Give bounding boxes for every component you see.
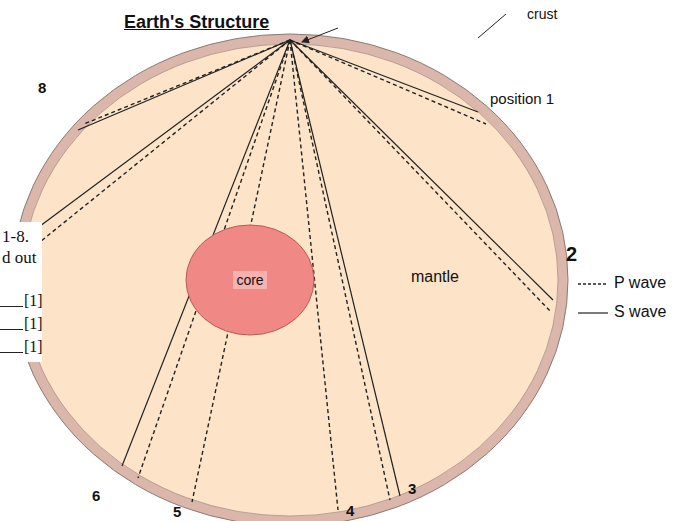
diagram-title: Earth's Structure	[124, 12, 269, 33]
earth-mantle: mantle core	[12, 34, 568, 521]
p-wave-rays	[30, 40, 551, 510]
answer-blanks	[0, 307, 23, 353]
position-label: position 1	[490, 90, 554, 107]
legend-samples	[578, 284, 608, 313]
legend-text: P wave	[614, 274, 666, 292]
mark-tag: [1]	[24, 315, 43, 333]
s-wave-rays	[28, 40, 553, 496]
mark-tag: [1]	[24, 338, 43, 356]
question-text: d out	[2, 248, 36, 268]
crust-leader	[302, 14, 506, 42]
question-patch	[0, 222, 42, 362]
position-number: 2	[566, 243, 577, 266]
question-text: 1-8.	[2, 227, 29, 247]
position-number: 5	[173, 503, 181, 520]
position-number: 3	[408, 480, 416, 497]
earth-core: core	[185, 224, 315, 336]
mantle-label: mantle	[411, 268, 459, 286]
position-number: 4	[346, 502, 354, 519]
mark-tag: [1]	[24, 292, 43, 310]
part-label: crust	[527, 6, 557, 22]
position-number: 6	[92, 487, 100, 504]
core-label: core	[233, 271, 266, 289]
legend-text: S wave	[614, 303, 666, 321]
position-number: 8	[38, 79, 46, 96]
